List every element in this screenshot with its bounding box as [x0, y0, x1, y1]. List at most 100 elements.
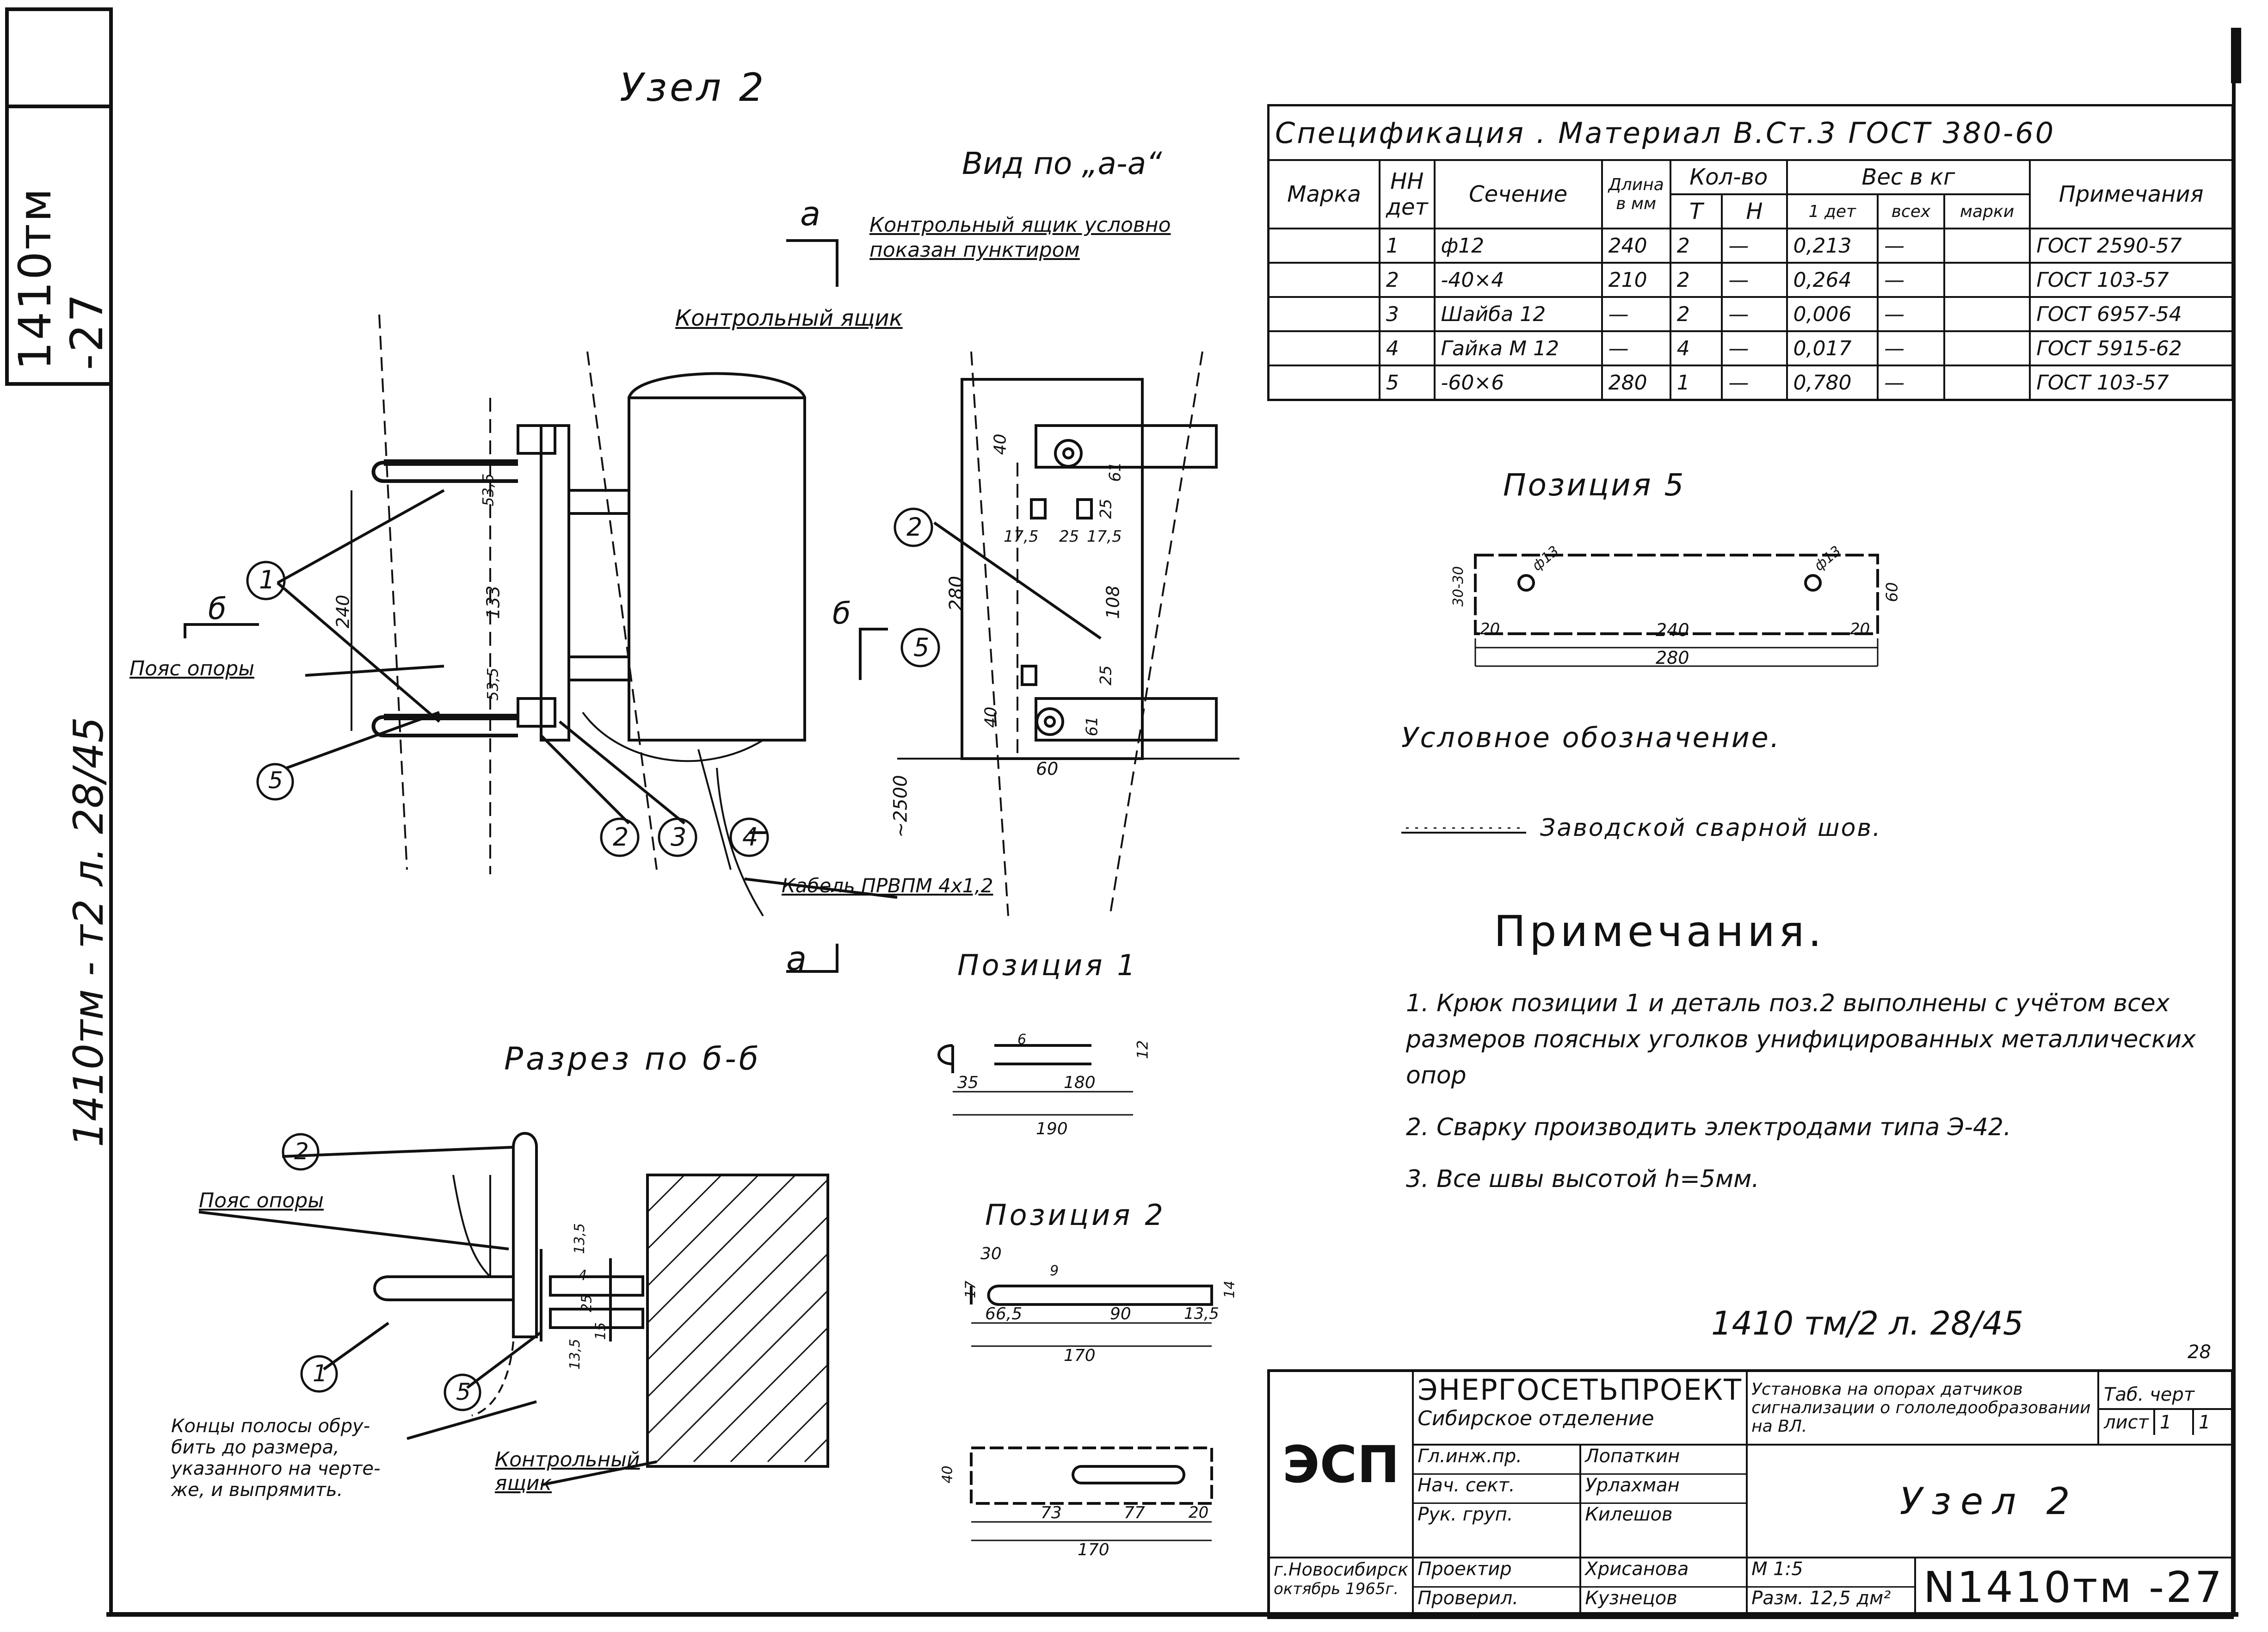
hdr-n: Н	[1721, 193, 1788, 229]
tb-name-4: Кузнецов	[1585, 1588, 1677, 1609]
p2-17: 17	[962, 1280, 979, 1298]
label-control-box-2: Контрольный ящик	[495, 1448, 640, 1495]
dim-240: 240	[333, 594, 353, 629]
tb-role-1: Нач. сект.	[1414, 1475, 1580, 1504]
callout-1: 1	[259, 565, 275, 594]
p1-180: 180	[1064, 1073, 1096, 1092]
hdr-sech: Сечение	[1433, 159, 1603, 229]
p3-20: 20	[1189, 1503, 1209, 1522]
dim-53-5-bottom: 53,5	[484, 668, 502, 701]
section-title: Разрез по б-б	[504, 1041, 761, 1077]
control-box-body	[628, 396, 806, 742]
section-mark-a-bottom: а	[786, 939, 807, 978]
tb-name-1: Урлахман	[1581, 1475, 1746, 1504]
hdr-prim: Примечания	[2029, 159, 2234, 229]
callout-1c: 1	[313, 1360, 327, 1387]
spec-title: Спецификация . Материал В.Ст.3 ГОСТ 380-…	[1267, 104, 2234, 161]
hdr-kolvo: Кол-во	[1669, 159, 1788, 195]
tb-logo: ЭСП	[1267, 1370, 1414, 1558]
title-block: ЭСП ЭНЕРГОСЕТЬПРОЕКТ Сибирское отделение…	[1267, 1369, 2234, 1619]
dim-2500: ~2500	[890, 775, 912, 838]
section-mark-a-top: а	[800, 194, 821, 233]
p2-90: 90	[1110, 1304, 1131, 1323]
dim-25-c: 25	[1097, 665, 1116, 686]
note-3: 3. Все швы высотой h=5мм.	[1406, 1165, 1759, 1193]
view-title: Вид по „а-а“	[962, 146, 1162, 181]
callout-5: 5	[268, 767, 283, 794]
p5-20-left: 20	[1480, 620, 1500, 638]
tb-format: Разм. 12,5 дм²	[1751, 1588, 1891, 1609]
p3-73: 73	[1041, 1503, 1062, 1522]
position1-title: Позиция 1	[957, 948, 1138, 982]
dim-280: 280	[946, 575, 968, 612]
tb-role-2: Рук. груп.	[1418, 1504, 1513, 1525]
label-control-box-dashed: Контрольный ящик условно показан пунктир…	[869, 213, 1171, 262]
note-2: 2. Сварку производить электродами типа Э…	[1406, 1113, 2011, 1141]
hdr-w1: 1 дет	[1786, 193, 1879, 229]
tb-sheet-b: 1	[2199, 1411, 2211, 1433]
tb-sheet-a: 1	[2155, 1409, 2194, 1435]
tb-branch: Сибирское отделение	[1418, 1407, 1654, 1430]
callout-2: 2	[613, 822, 629, 852]
dim-25: 25	[1059, 527, 1079, 546]
dim-53-5-top: 53,5	[479, 473, 497, 507]
dim-17-5b: 17,5	[1087, 527, 1122, 546]
label-cable: Кабель ПРВПМ 4х1,2	[782, 874, 993, 897]
tb-drawing-title: Узел 2	[1746, 1444, 2233, 1558]
sec-25: 25	[579, 1294, 595, 1312]
side-stamp-ref: 1410тм - т2 л. 28/45	[65, 717, 112, 1147]
label-control-box: Контрольный ящик	[675, 305, 903, 331]
dim-25-b: 25	[1097, 499, 1116, 519]
tb-number: N1410тм -27	[1914, 1557, 2233, 1619]
notes-list: 1. Крюк позиции 1 и деталь поз.2 выполне…	[1406, 985, 2220, 1213]
callout-5c: 5	[456, 1379, 471, 1405]
tb-scale: М 1:5	[1748, 1558, 1915, 1588]
tb-name-2: Килешов	[1585, 1504, 1673, 1525]
p2-9: 9	[1050, 1263, 1059, 1279]
callout-2b: 2	[906, 513, 923, 542]
dim-133: 133	[483, 585, 504, 619]
dim-61-top: 61	[1106, 462, 1125, 482]
callout-2c: 2	[294, 1138, 309, 1165]
p1-190: 190	[1036, 1119, 1068, 1138]
hdr-t: Т	[1669, 193, 1723, 229]
p5-240: 240	[1656, 620, 1689, 640]
dim-40-top: 40	[991, 433, 1010, 455]
hdr-marka: Марка	[1267, 159, 1381, 229]
tb-name-3: Хрисанова	[1581, 1558, 1746, 1588]
tb-city: г.Новосибирск	[1274, 1559, 1409, 1580]
p2-14: 14	[1221, 1280, 1238, 1298]
tb-role-0: Гл.инж.пр.	[1414, 1446, 1580, 1475]
tb-role-3: Проектир	[1414, 1558, 1580, 1588]
hdr-wall: всех	[1877, 193, 1945, 229]
tb-tab-label: Таб. черт	[2099, 1381, 2231, 1410]
callout-4: 4	[742, 822, 758, 852]
dim-17-5: 17,5	[1004, 527, 1039, 546]
p2-66-5: 66,5	[985, 1304, 1023, 1323]
dim-108: 108	[1103, 585, 1123, 619]
tb-subject: Установка на опорах датчиков сигнализаци…	[1746, 1370, 2100, 1446]
sec-13-5: 13,5	[571, 1223, 588, 1254]
tb-date: октябрь 1965г.	[1274, 1580, 1399, 1598]
sec-4: 4	[578, 1267, 587, 1284]
p5-60: 60	[1883, 582, 1902, 602]
section-mark-b-left: б	[208, 592, 227, 626]
tb-org: ЭНЕРГОСЕТЬПРОЕКТ	[1418, 1373, 1743, 1407]
tb-sheet-label: лист	[2099, 1409, 2155, 1435]
position5-title: Позиция 5	[1503, 467, 1686, 503]
side-stamp-code: 1410тм -27	[9, 186, 113, 370]
p5-30: 30-30	[1450, 566, 1467, 607]
hdr-det: НН дет	[1378, 159, 1436, 229]
p2-170: 170	[1064, 1346, 1096, 1365]
p2-13-5: 13,5	[1184, 1304, 1219, 1323]
p1-6: 6	[1017, 1032, 1027, 1048]
bottom-ref: 1410 тм/2 л. 28/45	[1711, 1304, 2024, 1342]
p3-40: 40	[939, 1465, 956, 1484]
dim-61-bottom: 61	[1083, 716, 1102, 736]
p3-77: 77	[1124, 1503, 1145, 1522]
